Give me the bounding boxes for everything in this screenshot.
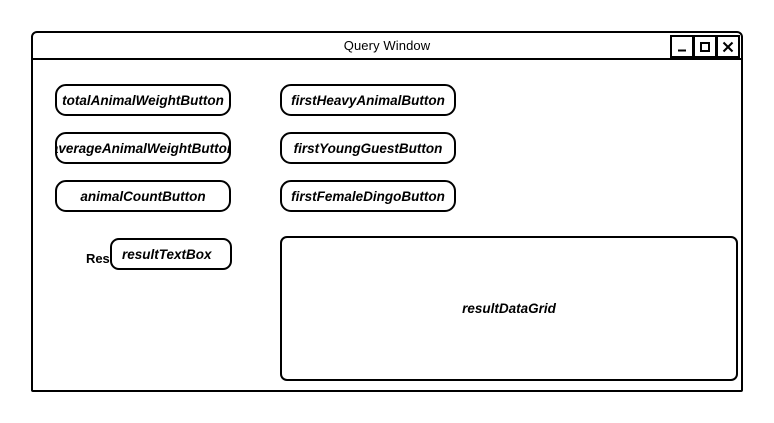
- minimize-icon: [675, 40, 689, 54]
- animal-count-button[interactable]: animalCountButton: [55, 180, 231, 212]
- total-animal-weight-button[interactable]: totalAnimalWeightButton: [55, 84, 231, 116]
- first-female-dingo-button[interactable]: firstFemaleDingoButton: [280, 180, 456, 212]
- maximize-button[interactable]: [693, 35, 717, 58]
- average-animal-weight-button[interactable]: averageAnimalWeightButton: [55, 132, 231, 164]
- button-label: firstFemaleDingoButton: [291, 188, 445, 204]
- button-label: firstYoungGuestButton: [293, 140, 443, 156]
- title-bar[interactable]: Query Window: [33, 33, 741, 60]
- result-text-box[interactable]: resultTextBox: [110, 238, 232, 270]
- query-window: Query Window: [31, 31, 743, 392]
- result-data-grid-label: resultDataGrid: [462, 301, 556, 316]
- maximize-icon: [698, 40, 712, 54]
- close-icon: [721, 40, 735, 54]
- window-title: Query Window: [343, 38, 431, 53]
- button-label: animalCountButton: [80, 188, 206, 204]
- first-heavy-animal-button[interactable]: firstHeavyAnimalButton: [280, 84, 456, 116]
- first-young-guest-button[interactable]: firstYoungGuestButton: [280, 132, 456, 164]
- button-label: firstHeavyAnimalButton: [291, 92, 445, 108]
- result-data-grid[interactable]: resultDataGrid: [280, 236, 738, 381]
- window-controls: [670, 34, 740, 59]
- button-label: averageAnimalWeightButton: [55, 140, 231, 156]
- close-button[interactable]: [716, 35, 740, 58]
- result-text-box-value: resultTextBox: [122, 246, 212, 262]
- button-label: totalAnimalWeightButton: [62, 92, 224, 108]
- minimize-button[interactable]: [670, 35, 694, 58]
